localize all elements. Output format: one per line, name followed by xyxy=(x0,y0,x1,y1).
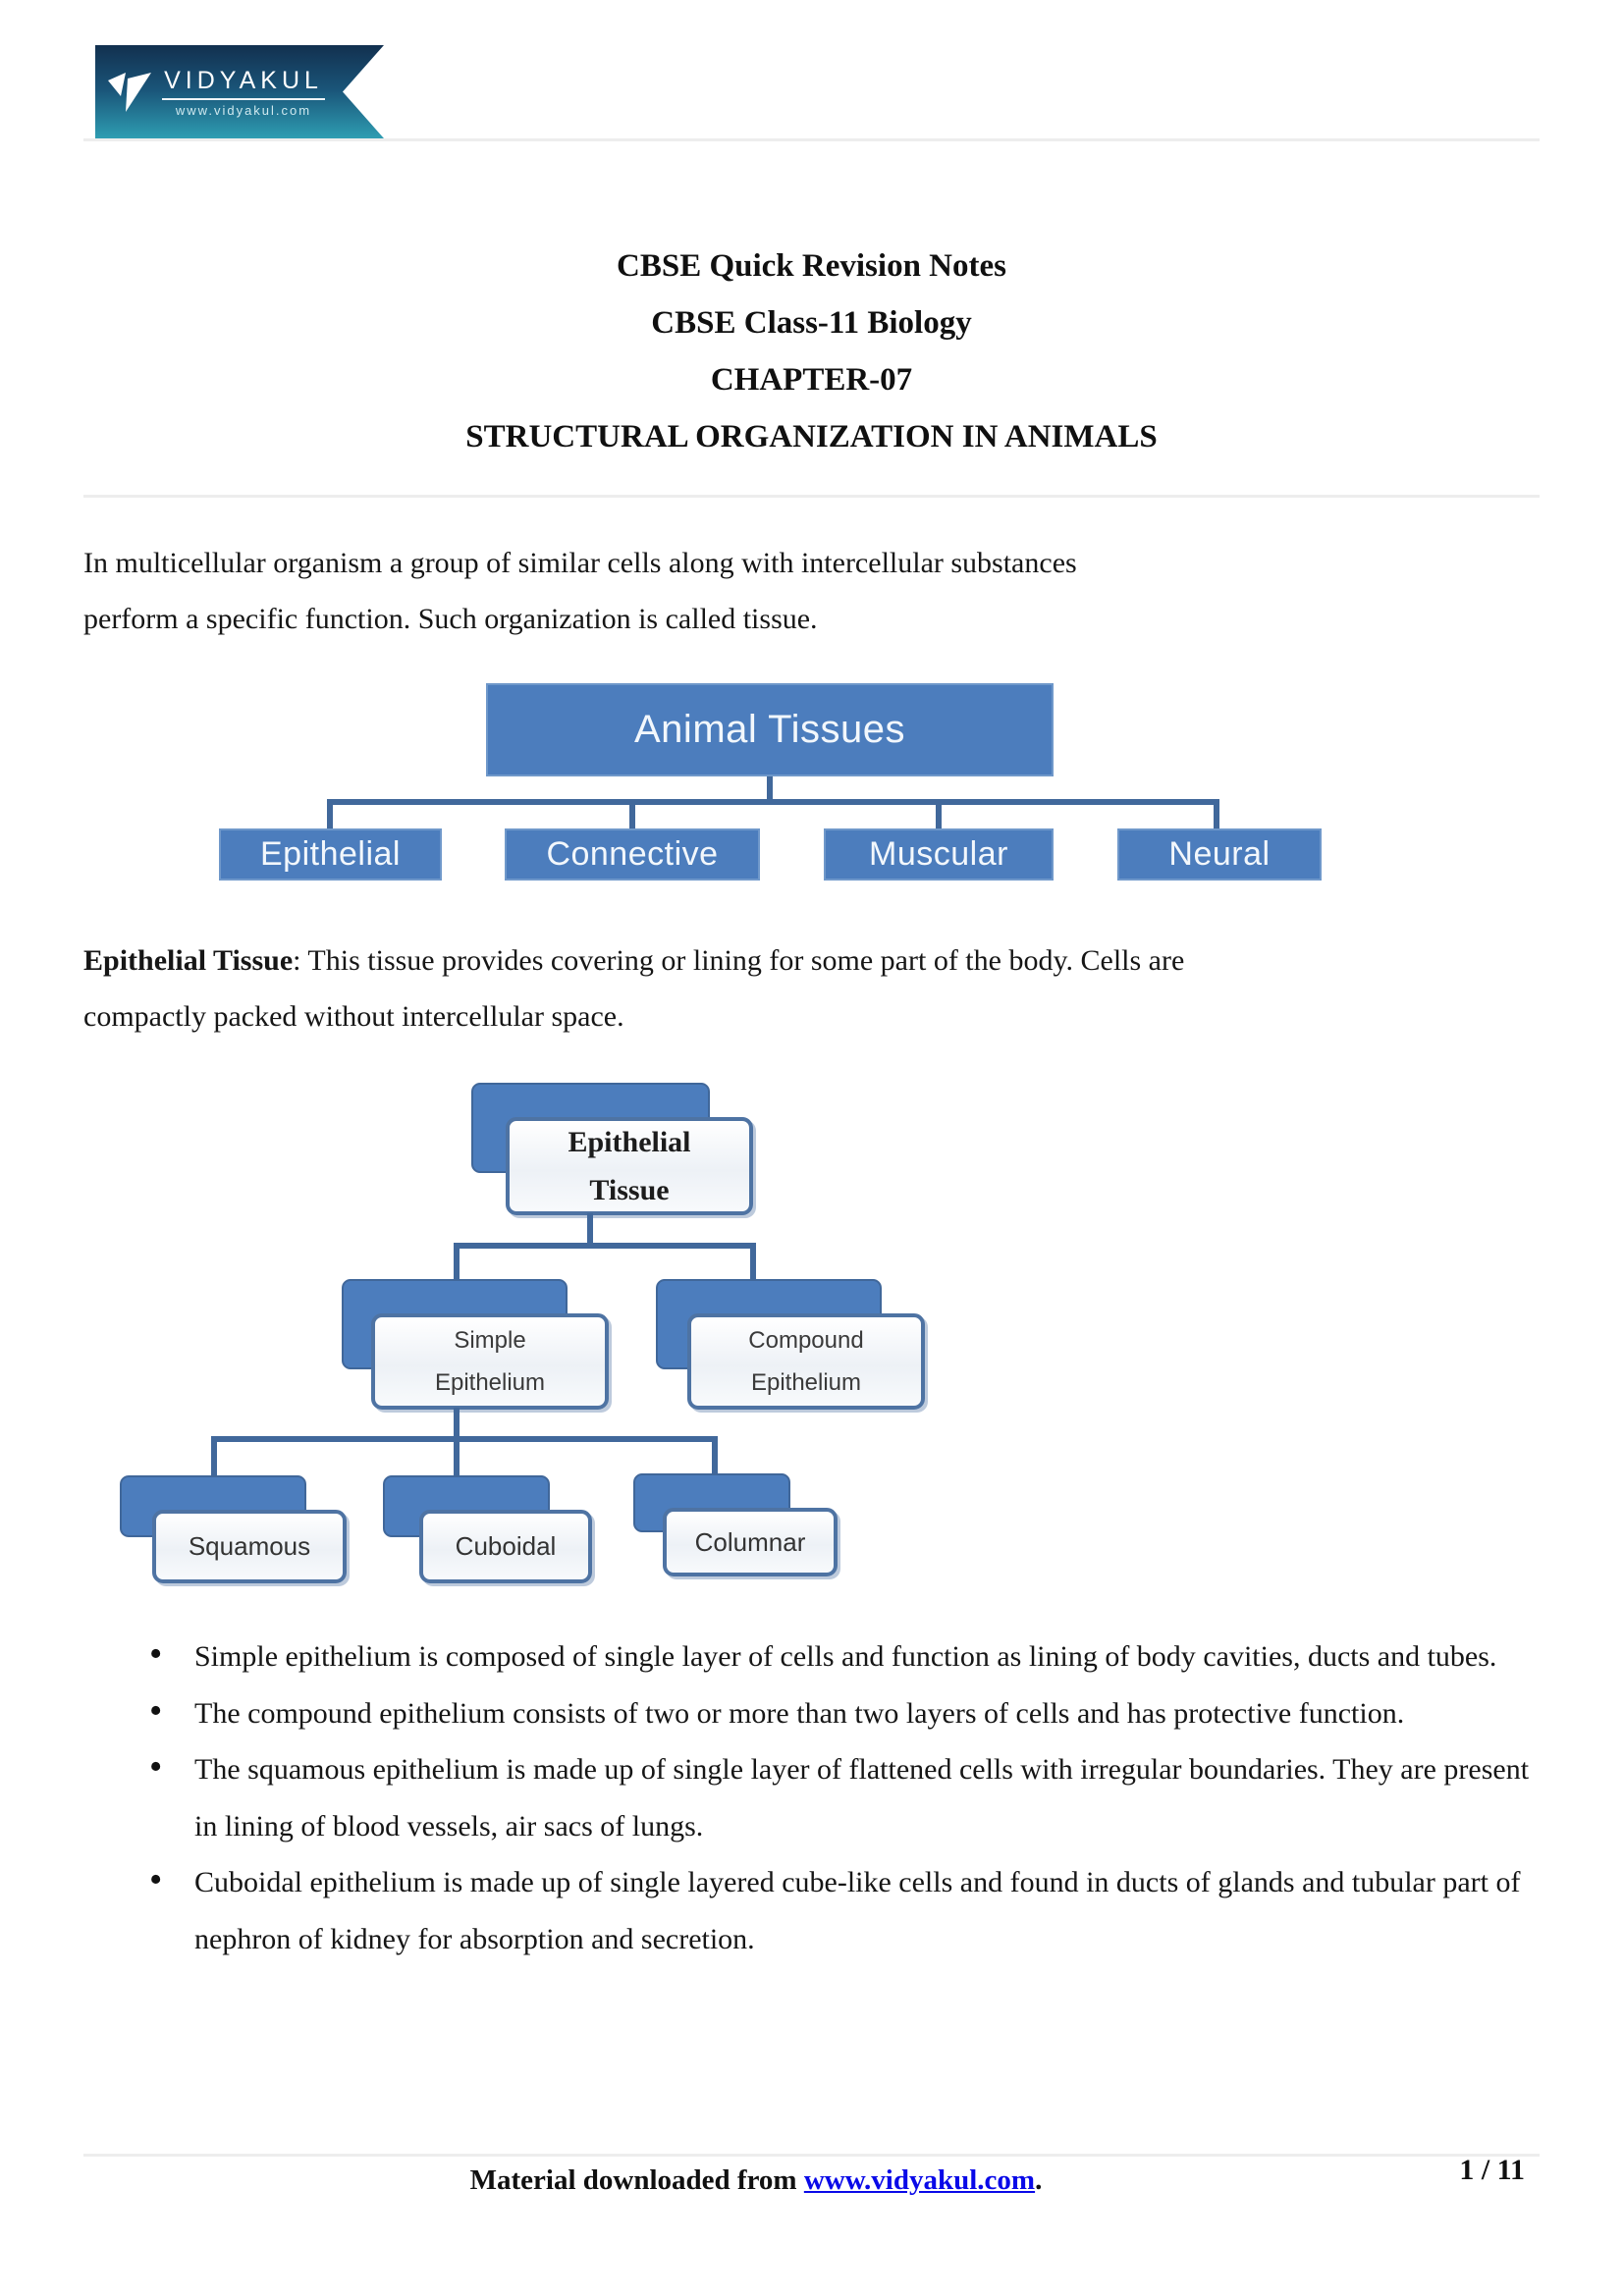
connector-line xyxy=(327,799,1219,805)
logo-text: VIDYAKUL www.vidyakul.com xyxy=(162,67,325,118)
footer-suffix: . xyxy=(1035,2164,1043,2196)
epithelial-line-1: Epithelial Tissue: This tissue provides … xyxy=(83,933,1527,988)
bullet-line: Cuboidal epithelium is made up of single… xyxy=(194,1866,1211,1898)
list-item: The squamous epithelium is made up of si… xyxy=(128,1739,1542,1854)
diagram-node-animal-tissues: Animal Tissues xyxy=(486,683,1054,776)
diagram-node-columnar: Columnar xyxy=(663,1508,838,1576)
epithelial-line-1-rest: : This tissue provides covering or linin… xyxy=(293,944,1185,977)
connector-line xyxy=(454,1440,460,1477)
diagram-node-simple-epithelium: Simple Epithelium xyxy=(371,1313,609,1410)
list-item: The compound epithelium consists of two … xyxy=(128,1683,1542,1742)
footer-text: Material downloaded from www.vidyakul.co… xyxy=(69,2158,1443,2203)
footer-prefix: Material downloaded from xyxy=(469,2164,804,2196)
connector-line xyxy=(454,1247,460,1280)
intro-paragraph: In multicellular organism a group of sim… xyxy=(83,535,1527,647)
connector-line xyxy=(936,803,942,828)
title-line-3: CHAPTER-07 xyxy=(710,362,913,398)
title-line-1: CBSE Quick Revision Notes xyxy=(617,248,1006,284)
title-line-2: CBSE Class-11 Biology xyxy=(651,305,972,341)
bullet-line: boundaries. They are present in lining o… xyxy=(194,1753,1530,1842)
diagram-node-epithelial-tissue: Epithelial Tissue xyxy=(506,1117,753,1215)
bullet-line: The compound epithelium consists of two … xyxy=(194,1696,1166,1730)
bullet-line: The squamous epithelium is made up of si… xyxy=(194,1753,1182,1786)
footer-divider xyxy=(83,2154,1540,2157)
connector-line xyxy=(767,776,773,802)
connector-line xyxy=(211,1436,718,1442)
vidyakul-v-icon xyxy=(107,72,152,113)
intro-line-2: perform a specific function. Such organi… xyxy=(83,603,818,635)
epithelial-line-2: compactly packed without intercellular s… xyxy=(83,1000,624,1033)
connector-line xyxy=(454,1243,756,1249)
epithelial-lead: Epithelial Tissue xyxy=(83,944,294,977)
node-label-line: Compound xyxy=(748,1327,864,1354)
node-label-line: Cuboidal xyxy=(455,1531,557,1561)
connector-line xyxy=(1214,803,1219,828)
diagram-node-muscular: Muscular xyxy=(824,828,1054,881)
page-indicator: 1 / 11 xyxy=(1459,2154,1525,2186)
title-line-4: STRUCTURAL ORGANIZATION IN ANIMALS xyxy=(465,419,1158,454)
logo-brand: VIDYAKUL xyxy=(162,67,325,100)
node-label-line: Epithelium xyxy=(434,1369,546,1396)
diagram-node-compound-epithelium: Compound Epithelium xyxy=(687,1313,925,1410)
node-label-line: Simple xyxy=(454,1327,526,1354)
connector-line xyxy=(629,803,635,828)
node-label-line: Epithelium xyxy=(750,1369,862,1396)
intro-line-1: In multicellular organism a group of sim… xyxy=(83,547,1077,579)
bullet-line: cavities, ducts and tubes. xyxy=(1203,1640,1497,1673)
connector-line xyxy=(587,1213,593,1245)
header-divider xyxy=(83,138,1540,141)
node-label-line: Squamous xyxy=(188,1531,311,1561)
node-label-line: Columnar xyxy=(694,1526,806,1557)
diagram-node-connective: Connective xyxy=(505,828,760,881)
diagram-node-squamous: Squamous xyxy=(152,1510,347,1583)
bullet-line: glands and tubular part of nephron of ki… xyxy=(194,1866,1521,1955)
logo-url: www.vidyakul.com xyxy=(175,102,312,118)
connector-line xyxy=(750,1247,756,1280)
connector-line xyxy=(454,1408,460,1439)
list-item: Cuboidal epithelium is made up of single… xyxy=(128,1852,1542,1967)
connector-line xyxy=(327,803,333,828)
notes-bullet-list: Simple epithelium is composed of single … xyxy=(128,1627,1542,1967)
diagram-node-cuboidal: Cuboidal xyxy=(419,1510,592,1583)
section-divider xyxy=(83,495,1540,498)
footer-link[interactable]: www.vidyakul.com xyxy=(803,2164,1036,2196)
node-label-line: Epithelial xyxy=(568,1126,691,1158)
node-label-line: Tissue xyxy=(589,1174,670,1206)
vidyakul-logo[interactable]: VIDYAKUL www.vidyakul.com xyxy=(95,45,384,138)
bullet-line: Simple epithelium is composed of single … xyxy=(194,1640,1196,1673)
connector-line xyxy=(211,1440,217,1477)
title-block: CBSE Quick Revision Notes CBSE Class-11 … xyxy=(0,238,1623,465)
connector-line xyxy=(712,1440,718,1475)
diagram-node-neural: Neural xyxy=(1117,828,1322,881)
bullet-line: protective function. xyxy=(1173,1696,1405,1730)
list-item: Simple epithelium is composed of single … xyxy=(128,1627,1542,1685)
diagram-node-epithelial: Epithelial xyxy=(219,828,442,881)
epithelial-paragraph: Epithelial Tissue: This tissue provides … xyxy=(83,933,1527,1044)
